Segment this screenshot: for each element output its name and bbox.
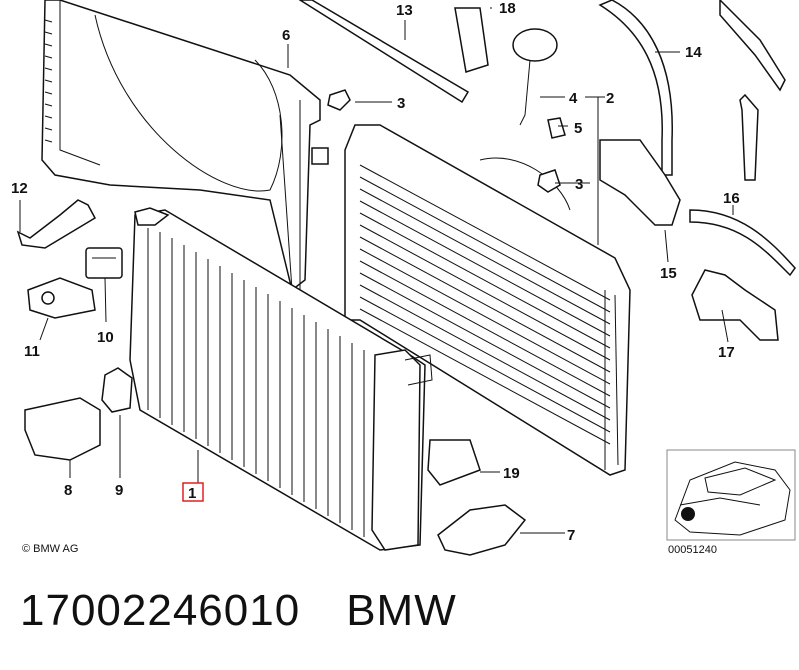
label-12: 12 (11, 180, 28, 197)
buffer-9 (101, 367, 133, 413)
label-2: 2 (606, 90, 614, 107)
label-14: 14 (685, 44, 702, 61)
highlight-box (182, 482, 204, 502)
label-9: 9 (115, 482, 123, 499)
bracket-17 (691, 269, 779, 341)
label-16: 16 (723, 190, 740, 207)
copyright-text: © BMW AG (22, 543, 78, 555)
label-8: 8 (64, 482, 72, 499)
label-1: 1 (188, 485, 196, 502)
label-3b: 3 (575, 176, 583, 193)
label-3a: 3 (397, 95, 405, 112)
mount-11 (27, 277, 96, 319)
part-labels: 1 2 3 3 4 5 6 7 8 9 10 11 12 13 14 15 16… (11, 0, 740, 544)
bracket-12 (16, 199, 96, 249)
location-marker (681, 507, 695, 521)
rubber-strip-13 (298, 0, 470, 104)
hose-16 (689, 209, 796, 277)
clip-10 (85, 247, 123, 279)
caption-part-number: 17002246010 (20, 586, 301, 635)
expansion-rivet-lower (537, 169, 561, 193)
label-15: 15 (660, 265, 677, 282)
air-duct-8 (24, 397, 101, 461)
holder-18 (454, 7, 489, 73)
air-duct-7 (437, 504, 527, 556)
radiator (129, 207, 433, 551)
leader-lines (19, 7, 734, 534)
label-6: 6 (282, 27, 290, 44)
image-code: 00051240 (668, 544, 717, 556)
label-11: 11 (24, 343, 40, 360)
label-19: 19 (503, 465, 520, 482)
vacuum-unit-4 (512, 28, 558, 126)
location-inset: 00051240 (666, 449, 796, 556)
condenser (344, 124, 631, 476)
bracket-19 (427, 439, 481, 486)
expansion-rivet-upper (327, 89, 351, 111)
label-13: 13 (396, 2, 413, 19)
label-17: 17 (718, 344, 735, 361)
hose-upper-right (719, 0, 786, 181)
label-18: 18 (499, 0, 516, 17)
part-number-caption: 17002246010 BMW (20, 586, 457, 636)
caption-brand: BMW (346, 586, 457, 635)
clip-5 (547, 117, 566, 139)
label-10: 10 (97, 329, 114, 346)
hose-14 (598, 0, 673, 176)
valve-15 (599, 139, 681, 226)
fan-shroud (41, 0, 329, 292)
label-4: 4 (569, 90, 578, 107)
label-7: 7 (567, 527, 575, 544)
label-5: 5 (574, 120, 582, 137)
